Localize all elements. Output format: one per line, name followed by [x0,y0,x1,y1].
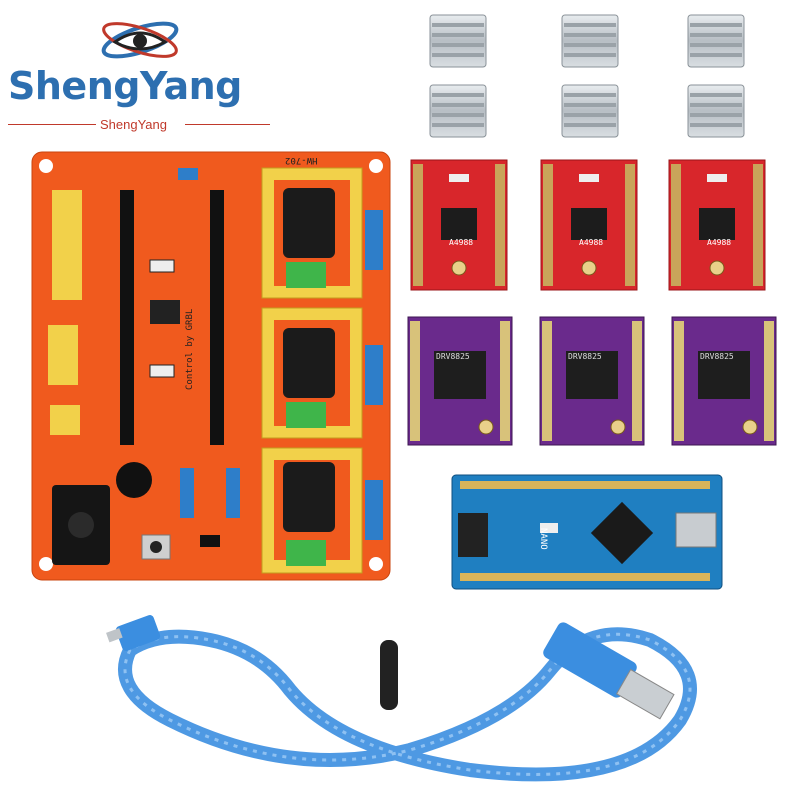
arduino-nano-board: NANO [450,473,724,591]
shield-credit-label: Control by GRBL [185,308,195,390]
eye-logo-icon [101,21,179,59]
a4988-chip-label: A4988 [579,238,604,247]
logo-divider-right [185,124,270,125]
a4988-chip-label: A4988 [707,238,732,247]
heatsink [687,84,745,138]
a4988-driver [668,159,766,291]
drv8825-chip-label: DRV8825 [568,352,602,361]
brand-name: ShengYang [8,64,242,108]
drv8825-driver [539,316,645,446]
nano-board-label: NANO [538,528,548,550]
cnc-shield-board: HW-702 Control by GRBL [30,150,392,582]
heatsink [429,14,487,68]
a4988-driver [410,159,508,291]
shield-model-label: HW-702 [285,155,318,165]
a4988-driver [540,159,638,291]
heatsinks [429,14,745,138]
usb-cable [106,615,697,782]
a4988-chip-label: A4988 [449,238,474,247]
drv8825-drivers [407,316,777,446]
heatsink [429,84,487,138]
brand-logo: ShengYang ShengYang [0,0,280,140]
heatsink [561,14,619,68]
heatsink [561,84,619,138]
heatsink [687,14,745,68]
drv8825-driver [407,316,513,446]
a4988-drivers [410,159,766,291]
drv8825-driver [671,316,777,446]
brand-subname: ShengYang [100,117,167,132]
drv8825-chip-label: DRV8825 [436,352,470,361]
drv8825-chip-label: DRV8825 [700,352,734,361]
logo-divider-left [8,124,96,125]
